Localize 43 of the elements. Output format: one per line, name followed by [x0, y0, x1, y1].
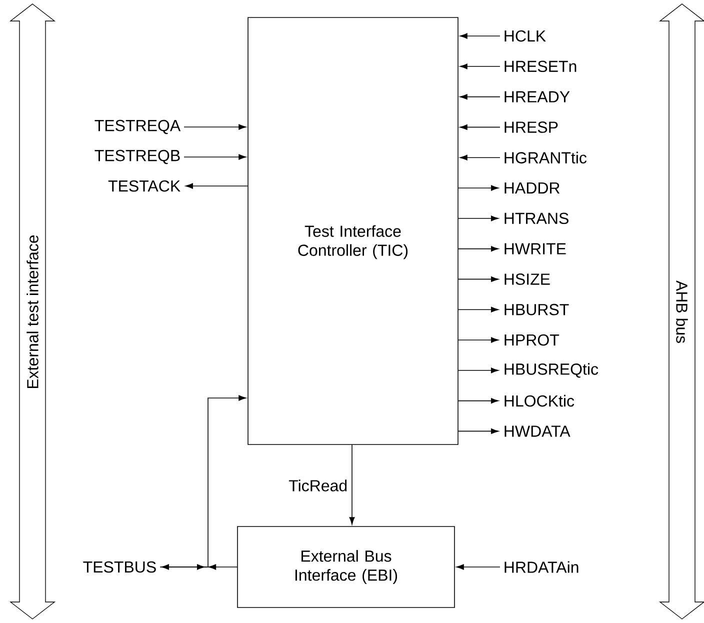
signal-label: TESTBUS	[83, 561, 156, 573]
arrow	[458, 428, 499, 434]
signal-label: HRESP	[504, 122, 558, 133]
arrow	[460, 94, 500, 100]
arrow	[184, 154, 246, 160]
signal-label: HCLK	[504, 30, 546, 42]
signal-label: HWRITE	[504, 243, 566, 254]
arrow	[460, 154, 500, 160]
arrow	[184, 124, 246, 130]
signal-label: HLOCKtic	[504, 394, 574, 407]
signal-label: HSIZE	[504, 274, 550, 285]
block-box: External Bus Interface (EBI)	[237, 526, 455, 608]
signal-label: TESTREQB	[94, 150, 180, 164]
signal-label: HTRANS	[504, 212, 568, 224]
arrow	[458, 306, 499, 312]
arrow	[458, 368, 499, 374]
arrow	[458, 337, 499, 343]
arrow	[160, 395, 246, 570]
arrow	[458, 276, 499, 282]
signal-label: HRDATAin	[504, 561, 578, 573]
arrow	[458, 246, 499, 252]
arrow	[456, 564, 500, 570]
arrow	[458, 398, 499, 404]
signal-label: HBURST	[504, 304, 569, 316]
edge-label: TicRead	[288, 478, 349, 492]
arrow	[458, 216, 499, 222]
signal-label: HPROT	[504, 334, 560, 346]
arrow	[349, 444, 355, 525]
signal-label: HREADY	[504, 91, 570, 102]
arrow	[161, 564, 238, 570]
arrow	[458, 185, 499, 191]
arrow	[460, 33, 500, 39]
signal-label: TESTACK	[108, 180, 180, 192]
signal-label: HWDATA	[504, 426, 570, 437]
arrow	[185, 183, 248, 189]
signal-label: HADDR	[504, 182, 560, 194]
signal-label: HBUSREQtic	[504, 363, 598, 378]
signal-label: HRESETn	[504, 60, 576, 72]
signal-label: TESTREQA	[94, 120, 181, 134]
signal-label: HGRANTtic	[504, 152, 587, 164]
block-box: Test Interface Controller (TIC)	[248, 17, 458, 445]
arrow	[460, 124, 500, 130]
arrow	[460, 64, 500, 70]
